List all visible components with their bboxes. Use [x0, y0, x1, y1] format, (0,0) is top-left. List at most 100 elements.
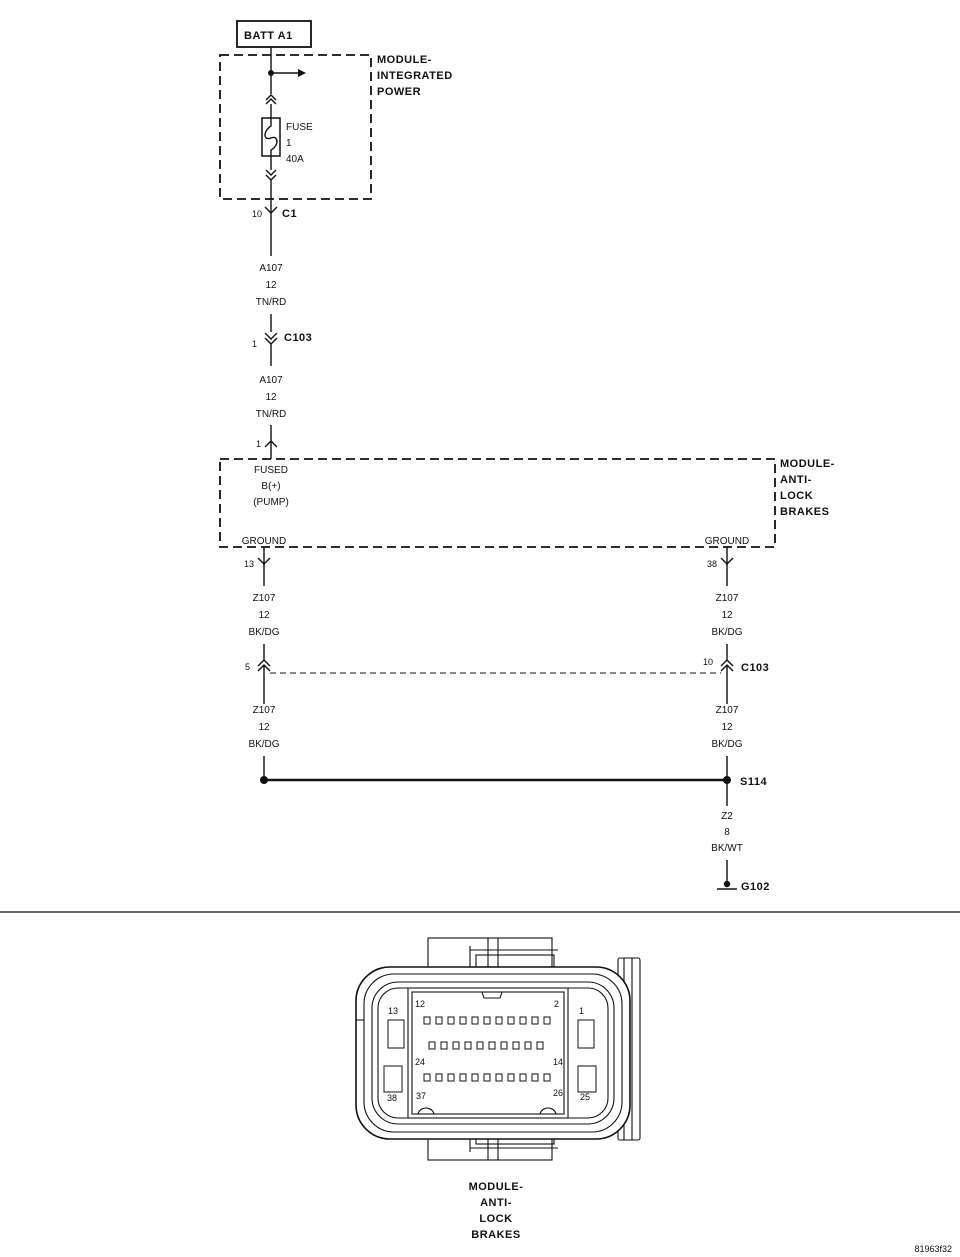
abs-module-label-3: LOCK	[780, 490, 813, 502]
pin-cavity	[428, 1041, 436, 1050]
a107-upper-circuit: A107	[259, 263, 283, 274]
pin-cavity	[519, 1073, 527, 1082]
abs-module-box	[219, 458, 776, 548]
batt-a1-box	[236, 20, 312, 48]
c103-right-connector-icon	[720, 659, 734, 667]
abs-module-label-1: MODULE-	[780, 458, 835, 470]
a107-upper-gauge: 12	[265, 280, 277, 291]
pin-cavity	[440, 1041, 448, 1050]
face-label-25: 25	[580, 1092, 590, 1102]
pin-cavity	[531, 1016, 539, 1025]
face-caption-3: LOCK	[479, 1213, 512, 1225]
abs-pump-label-1: FUSED	[254, 465, 288, 476]
fuse-terminal-top-icon	[265, 94, 277, 101]
a107-lower-circuit: A107	[259, 375, 283, 386]
c103-left-connector-icon	[257, 659, 271, 667]
fuse-label-3: 40A	[286, 154, 304, 165]
z107-left-lower-color: BK/DG	[248, 739, 279, 750]
pin-cavity	[459, 1073, 467, 1082]
z107-right-upper-color: BK/DG	[711, 627, 742, 638]
pin-cavity	[471, 1016, 479, 1025]
pin-cavity	[459, 1016, 467, 1025]
pin-cavity	[423, 1073, 431, 1082]
pin-cavity	[447, 1016, 455, 1025]
abs-ground-right-pin-number: 38	[707, 559, 717, 569]
bus-continuation-arrow	[298, 69, 306, 77]
c1-pin-number: 10	[252, 209, 262, 219]
z107-right-lower-circuit: Z107	[716, 705, 739, 716]
integrated-power-label-2: INTEGRATED	[377, 70, 453, 82]
abs-ground-right-label: GROUND	[705, 536, 749, 547]
c103-top-connector-label: C103	[284, 332, 312, 344]
ground-g102-label: G102	[741, 881, 770, 893]
z107-right-lower-gauge: 12	[721, 722, 733, 733]
c103-right-connector-label: C103	[741, 662, 769, 674]
integrated-power-module-box	[219, 54, 372, 200]
pin-cavity	[495, 1073, 503, 1082]
face-label-12: 12	[415, 999, 425, 1009]
abs-ground-left-pin-number: 13	[244, 559, 254, 569]
face-label-26: 26	[553, 1088, 563, 1098]
batt-a1-label: BATT A1	[244, 30, 293, 42]
z107-left-lower-gauge: 12	[258, 722, 270, 733]
pin-cavity	[476, 1041, 484, 1050]
abs-connector-face-view: 13 12 2 1 24 14 38 37 26 25	[355, 937, 641, 1161]
integrated-power-label-3: POWER	[377, 86, 421, 98]
abs-pump-pin-number: 1	[256, 439, 261, 449]
face-label-13: 13	[388, 1006, 398, 1016]
pin-cavity	[483, 1016, 491, 1025]
face-label-37: 37	[416, 1091, 426, 1101]
pin-cavity	[483, 1073, 491, 1082]
pin-cavity	[488, 1041, 496, 1050]
z2-circuit: Z2	[721, 811, 733, 822]
pin-cavity	[471, 1073, 479, 1082]
face-label-1: 1	[579, 1006, 584, 1016]
pin-cavity	[464, 1041, 472, 1050]
figure-id: 81963f32	[914, 1244, 952, 1254]
abs-pump-label-3: (PUMP)	[253, 497, 289, 508]
a107-upper-color: TN/RD	[256, 297, 287, 308]
face-caption-4: BRAKES	[471, 1229, 520, 1241]
c103-left-pin-number: 5	[245, 662, 250, 672]
face-caption-1: MODULE-	[469, 1181, 524, 1193]
c1-connector-label: C1	[282, 208, 297, 220]
face-label-2: 2	[554, 999, 559, 1009]
fuse-label-2: 1	[286, 138, 292, 149]
abs-ground-left-label: GROUND	[242, 536, 286, 547]
pin-cavity	[507, 1016, 515, 1025]
pin-cavity	[512, 1041, 520, 1050]
fuse-label-1: FUSE	[286, 122, 313, 133]
z107-left-upper-gauge: 12	[258, 610, 270, 621]
z107-left-lower-circuit: Z107	[253, 705, 276, 716]
z107-left-upper-color: BK/DG	[248, 627, 279, 638]
pin-cavity	[543, 1016, 551, 1025]
face-caption-2: ANTI-	[480, 1197, 512, 1209]
c103-top-connector-icon	[264, 332, 278, 340]
fuse-terminal-bottom-icon	[265, 169, 277, 176]
abs-module-label-2: ANTI-	[780, 474, 812, 486]
a107-lower-gauge: 12	[265, 392, 277, 403]
ground-g102-icon	[723, 880, 731, 888]
z107-left-upper-circuit: Z107	[253, 593, 276, 604]
pin-cavity	[536, 1041, 544, 1050]
pin-cavity	[531, 1073, 539, 1082]
pin-cavity	[500, 1041, 508, 1050]
integrated-power-label-1: MODULE-	[377, 54, 432, 66]
pin-cavity	[495, 1016, 503, 1025]
pin-cavity	[435, 1073, 443, 1082]
pin-cavity	[507, 1073, 515, 1082]
pin-cavity	[524, 1041, 532, 1050]
face-label-14: 14	[553, 1057, 563, 1067]
face-label-24: 24	[415, 1057, 425, 1067]
z2-color: BK/WT	[711, 843, 743, 854]
abs-module-label-4: BRAKES	[780, 506, 829, 518]
pin-cavity	[447, 1073, 455, 1082]
pin-cavity	[452, 1041, 460, 1050]
c103-right-pin-number: 10	[703, 657, 713, 667]
z2-gauge: 8	[724, 827, 730, 838]
pin-cavity	[519, 1016, 527, 1025]
c103-top-pin-number: 1	[252, 339, 257, 349]
abs-pump-label-2: B(+)	[261, 481, 280, 492]
pin-cavity	[435, 1016, 443, 1025]
